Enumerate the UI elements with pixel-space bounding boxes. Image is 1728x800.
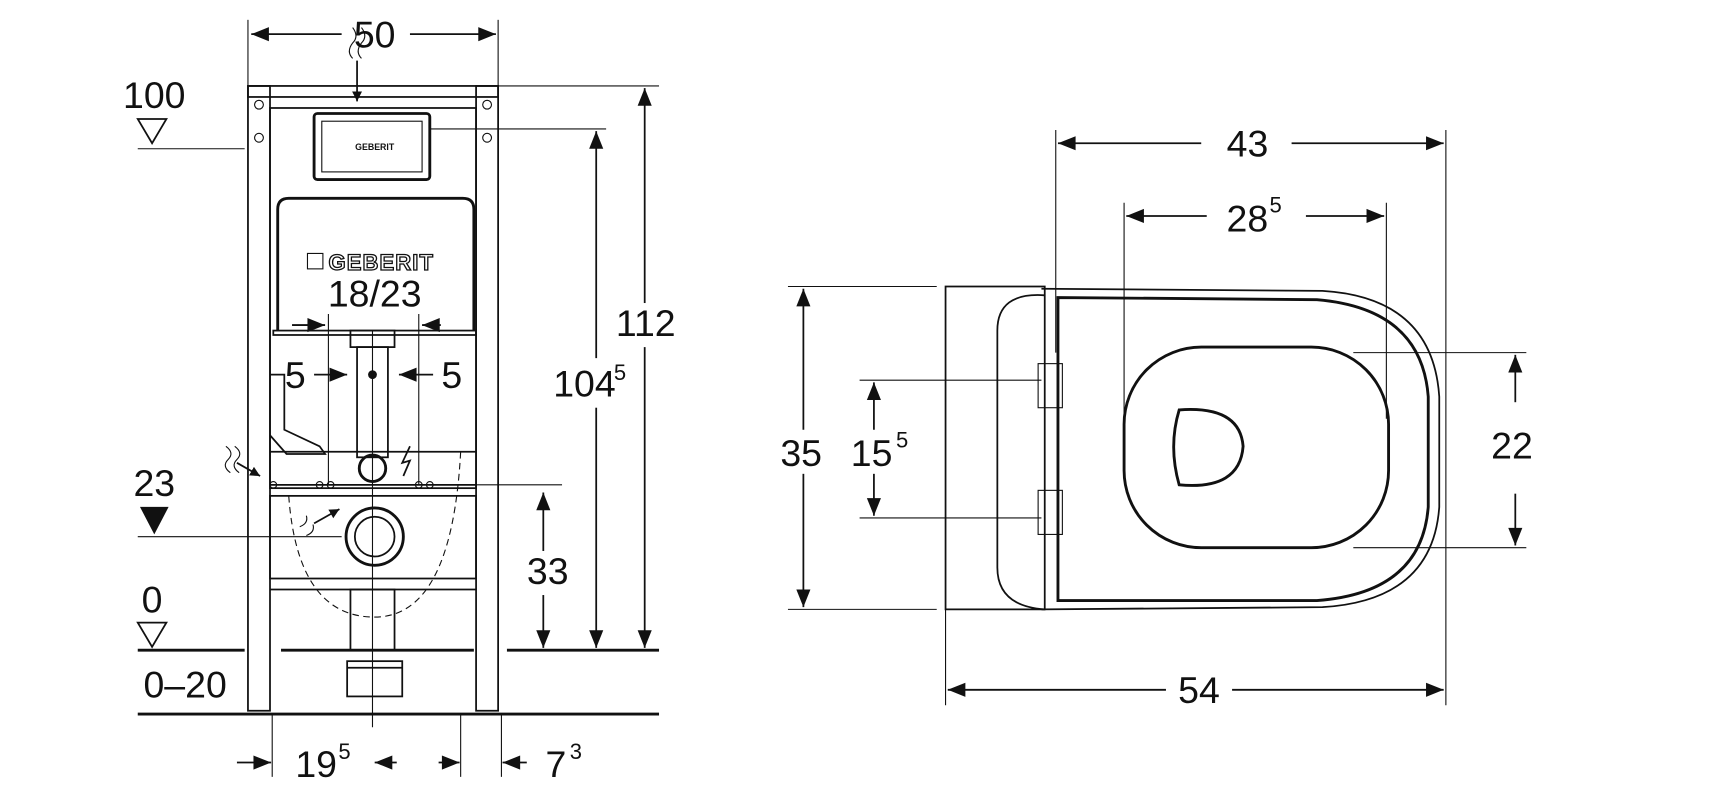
flush-plate-logo: GEBERIT <box>355 142 395 152</box>
dim-fixing-15-5: 15 5 <box>851 427 908 474</box>
toilet-top-view: 43 28 5 35 15 5 22 54 <box>773 122 1533 711</box>
dim-seat-width-43: 43 <box>1227 122 1269 164</box>
level-0-label: 0 <box>142 579 163 621</box>
svg-text:28: 28 <box>1227 197 1269 239</box>
dim-width-50: 50 <box>354 13 396 55</box>
svg-text:7: 7 <box>546 743 567 785</box>
svg-text:5: 5 <box>896 427 908 452</box>
svg-text:GEBERIT: GEBERIT <box>329 250 435 275</box>
dim-total-112: 112 <box>616 302 676 344</box>
geberit-logo: GEBERIT <box>306 249 435 276</box>
dim-actuator-104-5: 104 5 <box>553 360 626 405</box>
svg-text:5: 5 <box>614 360 626 385</box>
dim-outlet-33: 33 <box>527 550 569 592</box>
offset-left-label: 5 <box>285 354 306 396</box>
dim-bottom-19-5: 19 5 <box>295 739 350 785</box>
svg-text:19: 19 <box>295 743 337 785</box>
svg-text:104: 104 <box>553 363 616 405</box>
svg-text:3: 3 <box>570 739 582 764</box>
offset-right-label: 5 <box>441 354 462 396</box>
level-marker-filled-icon <box>139 506 169 535</box>
svg-text:5: 5 <box>338 739 350 764</box>
dim-bottom-7-3: 7 3 <box>546 739 582 785</box>
dim-back-height-35: 35 <box>780 432 822 474</box>
level-marker-open-icon <box>136 118 168 145</box>
floor-range-label: 0–20 <box>143 664 226 706</box>
level-100-label: 100 <box>123 74 186 116</box>
svg-text:5: 5 <box>1270 193 1282 218</box>
flush-volume-label: 18/23 <box>328 272 422 314</box>
installation-frame-view: 50 GEBERIT 100 GEBERIT 18/23 5 5 <box>123 13 678 785</box>
level-23-label: 23 <box>133 462 175 504</box>
dim-depth-54: 54 <box>1178 669 1220 711</box>
dim-opening-length-22: 22 <box>1491 424 1533 466</box>
svg-text:15: 15 <box>851 432 893 474</box>
dim-opening-width-28-5: 28 5 <box>1227 193 1282 240</box>
